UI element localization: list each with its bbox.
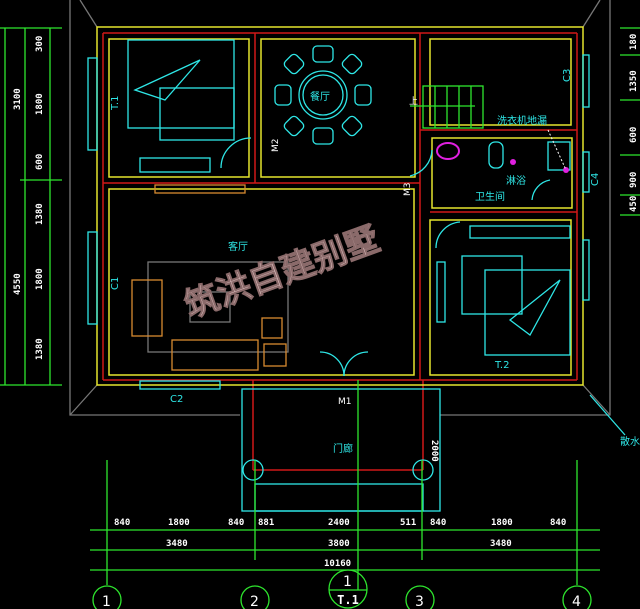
dim-r-0: 180 <box>629 34 639 50</box>
dining-table <box>274 45 372 145</box>
label-porch: 门廊 <box>333 442 353 455</box>
axis-4: 4 <box>572 594 581 609</box>
dim-l-1: 1800 <box>35 93 45 115</box>
dim-b1-1: 1800 <box>168 518 190 528</box>
dim-lo-1: 4550 <box>13 273 23 295</box>
label-c1: C1 <box>110 277 121 290</box>
dim-b1-3: 881 <box>258 518 274 528</box>
dim-b1-4: 2400 <box>328 518 350 528</box>
label-stair-up: 上 <box>409 96 418 107</box>
dim-l-3: 1380 <box>35 203 45 225</box>
label-bedroom1: T.1 <box>110 96 121 111</box>
dim-b2-1: 3800 <box>328 539 350 549</box>
axis-lines <box>102 32 578 471</box>
dim-porch: 2000 <box>429 440 439 462</box>
dims-right: 180 1350 600 900 450 <box>629 34 639 212</box>
dim-r-1: 1350 <box>629 70 639 92</box>
dim-b1-5: 511 <box>400 518 416 528</box>
label-washer: 洗衣机地漏 <box>497 114 547 127</box>
dim-b1-8: 840 <box>550 518 566 528</box>
label-m2: M2 <box>271 139 281 153</box>
label-c4: C4 <box>590 173 601 186</box>
dim-total: 10160 <box>324 559 351 569</box>
label-bedroom2: T.2 <box>494 360 509 371</box>
axis-bubbles <box>92 569 592 609</box>
dim-b2-2: 3480 <box>490 539 512 549</box>
stair <box>410 85 484 129</box>
watermark: 筑洪自建别墅 <box>179 219 384 326</box>
dim-l-0: 300 <box>35 36 45 52</box>
label-living: 客厅 <box>228 240 248 253</box>
dim-r-2: 600 <box>629 127 639 143</box>
roof-outline <box>69 0 611 416</box>
bed-1 <box>127 39 246 194</box>
axis-2: 2 <box>250 594 259 609</box>
dim-l-4: 1800 <box>35 268 45 290</box>
dim-b2-0: 3480 <box>166 539 188 549</box>
windows <box>87 54 590 390</box>
axis-3: 3 <box>415 594 424 609</box>
bed-2 <box>436 225 571 356</box>
dim-lo-0: 3100 <box>13 88 23 110</box>
label-m3: M3 <box>403 183 413 197</box>
dim-l-5: 1380 <box>35 338 45 360</box>
dim-r-4: 450 <box>629 196 639 212</box>
dim-b1-6: 840 <box>430 518 446 528</box>
label-m1: M1 <box>338 397 352 407</box>
dim-b1-0: 840 <box>114 518 130 528</box>
doors <box>220 137 551 377</box>
dim-b1-7: 1800 <box>491 518 513 528</box>
label-dining: 餐厅 <box>310 90 330 103</box>
bathroom-fixtures <box>436 129 571 173</box>
label-roof-note: 散水 <box>620 435 640 448</box>
axis-1: 1 <box>102 594 111 609</box>
walls <box>96 26 584 386</box>
label-shower: 淋浴 <box>506 174 526 187</box>
living-furniture <box>131 261 289 371</box>
dim-r-3: 900 <box>629 172 639 188</box>
label-bathroom: 卫生间 <box>475 190 505 203</box>
dims-bottom: 840 1800 840 881 2400 511 840 1800 840 3… <box>114 440 566 569</box>
label-c3: C3 <box>562 69 573 82</box>
section-number: 1 <box>343 574 352 590</box>
section-sheet: T.1 <box>337 593 359 607</box>
dim-b1-2: 840 <box>228 518 244 528</box>
dims-left: 300 1800 600 1380 1800 1380 3100 4550 <box>13 36 45 360</box>
label-c2: C2 <box>170 394 183 405</box>
dim-l-2: 600 <box>35 154 45 170</box>
